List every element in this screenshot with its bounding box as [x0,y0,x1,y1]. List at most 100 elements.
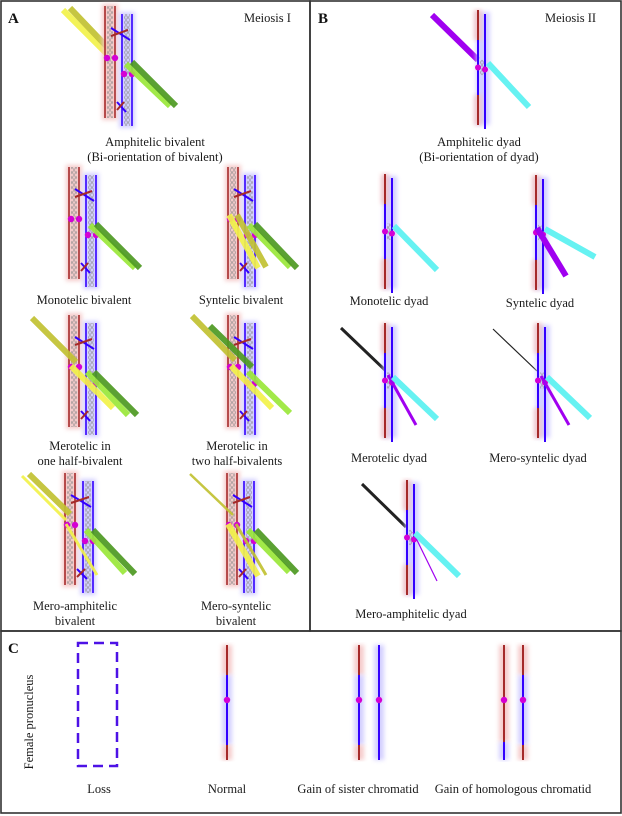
syntelic-bivalent-diagram [225,165,300,289]
chiasma-red-1 [74,190,93,198]
merotelic-dyad-diagram [339,323,440,442]
microtubule-darkgreen [252,221,300,271]
label-mero-amphitelic-bivalent-line2: bivalent [55,614,96,628]
normal-diagram [222,645,232,760]
microtubule-purple [539,375,571,426]
label-merotelic-two-line1: Merotelic in [206,439,268,453]
sister-chromatid-2-kinetochore [375,696,383,704]
chiasma-red-2 [238,568,247,578]
label-merotelic-two-line2: two half-bivalents [192,454,283,468]
centromeric-cohesin [540,372,544,389]
maternal-kinetochore-1 [103,54,111,62]
chiasma-red-2 [80,262,89,272]
chiasma-blue-2 [80,262,91,274]
chiasma-red-1 [110,29,129,37]
panel-b-title: Meiosis II [545,11,596,25]
paternal-kinetochore-1 [81,537,89,545]
label-syntelic-bivalent: Syntelic bivalent [199,293,284,307]
maternal-kinetochore-2 [71,521,79,529]
chiasma-blue-2 [239,410,250,422]
label-merotelic-one-line1: Merotelic in [49,439,111,453]
chiasma-red-2 [239,262,248,272]
microtubule-yellow [60,7,111,58]
label-monotelic-dyad: Monotelic dyad [350,294,430,308]
mero-syntelic-bivalent-diagram [189,471,300,595]
microtubule-olive-thin [189,473,234,516]
chiasma-red-2 [76,568,86,578]
label-merotelic-dyad: Merotelic dyad [351,451,428,465]
merotelic-one-half-bivalent-diagram [29,313,140,437]
paternal-cohesin [247,175,253,287]
microtubule-cyan [390,374,440,422]
panel-b-border [309,0,622,632]
centromeric-cohesin [409,529,413,546]
microtubule-lightgreen [84,369,131,418]
panel-c-border [0,630,622,814]
label-monotelic-bivalent: Monotelic bivalent [37,293,132,307]
maternal-kinetochore-2 [75,215,83,223]
label-mero-amphitelic-bivalent-line1: Mero-amphitelic [33,599,117,613]
microtubule-yellow [68,363,116,411]
microtubule-cyan [412,530,462,579]
chiasma-blue-1 [233,188,254,202]
paternal-kinetochore-1 [120,70,128,78]
paternal-cohesin [85,481,91,593]
panel-c-row-label: Female pronucleus [22,674,36,769]
label-mero-syntelic-bivalent-line1: Mero-syntelic [201,599,272,613]
chiasma-red-1 [233,338,252,346]
centromeric-cohesin [387,372,391,389]
monotelic-bivalent-diagram [66,165,143,289]
microtubule-black [360,482,408,529]
mero-syntelic-dyad-diagram [492,323,593,442]
label-mero-syntelic-bivalent-line2: bivalent [216,614,257,628]
paternal-cohesin [247,323,253,435]
chiasma-red-1 [70,496,90,504]
panel-c-letter: C [8,641,19,657]
microtubule-black-thin [492,328,538,372]
microtubule-lightgreen [245,369,293,416]
chiasma-blue-1 [74,188,95,202]
chiasma-blue-1 [74,336,95,350]
kinetochore-1 [404,534,410,541]
amphitelic-bivalent-diagram [60,4,179,128]
chiasma-blue-2 [80,410,91,422]
kinetochore-1 [475,64,481,71]
maternal-cohesin [107,6,113,118]
microtubule-yellow [226,213,261,270]
panel-b-letter: B [318,11,328,27]
label-amphitelic-bivalent-line2: (Bi-orientation of bivalent) [87,150,222,164]
chiasma-blue-1 [233,336,254,350]
chiasma-blue-2 [76,568,88,580]
microtubule-cyan [485,60,532,110]
centromeric-cohesin [480,59,484,76]
chiasma-blue-2 [116,101,127,113]
chiasma-red-2 [239,410,248,420]
chiasma-red-1 [233,190,252,198]
microtubule-darkgreen [90,527,138,577]
paternal-kinetochore-1 [84,231,92,239]
microtubule-black [339,326,387,372]
microtubule-yellow-thin [20,474,68,522]
chiasma-red-2 [116,101,125,111]
microtubule-yellow [225,522,261,578]
amphitelic-dyad-diagram [429,10,532,129]
microtubule-darkgreen [91,369,140,418]
kinetochore-1 [382,228,388,235]
label-normal: Normal [208,782,247,796]
chiasma-red-1 [232,496,251,504]
paternal-cohesin [124,14,130,126]
microtubule-olive [26,471,73,517]
microtubule-cyan [543,226,597,260]
label-gain-homologous: Gain of homologous chromatid [435,782,592,796]
microtubule-olive [189,313,238,363]
microtubule-darkgreen [93,221,143,271]
microtubule-darkgreen [207,323,255,370]
label-loss: Loss [87,782,111,796]
microtubule-purple [429,12,481,63]
chiasma-blue-1 [110,27,131,41]
chiasma-blue-1 [70,494,92,508]
microtubule-lightgreen [123,61,173,109]
syntelic-dyad-diagram [532,175,597,294]
mero-amphitelic-dyad-diagram [360,480,462,599]
